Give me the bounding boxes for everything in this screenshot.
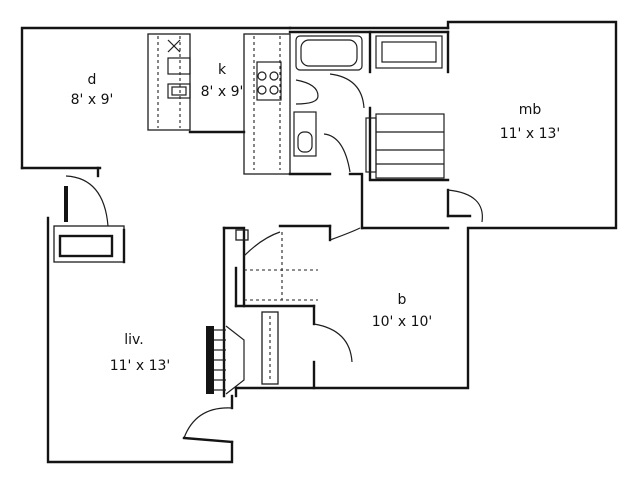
room-labels: d 8' x 9' k 8' x 9' mb 11' x 13' b 10' x… — [71, 62, 561, 374]
closet-fixtures — [244, 232, 318, 382]
room-dimensions-master-bedroom: 11' x 13' — [500, 126, 561, 142]
room-name-bedroom: b — [398, 292, 407, 308]
kitchen-fixtures — [157, 36, 282, 170]
room-name-dining: d — [88, 72, 97, 88]
fireplace-stairs — [206, 325, 245, 395]
door-swings — [64, 73, 483, 444]
room-dimensions-kitchen: 8' x 9' — [201, 84, 244, 100]
room-dimensions-bedroom: 10' x 10' — [372, 314, 433, 330]
interior-walls — [53, 30, 450, 398]
room-dimensions-dining: 8' x 9' — [71, 92, 114, 108]
room-name-living: liv. — [124, 332, 143, 348]
room-name-master-bedroom: mb — [519, 102, 542, 118]
room-dimensions-living: 11' x 13' — [110, 358, 171, 374]
room-name-kitchen: k — [218, 62, 227, 78]
bathroom-fixtures — [293, 35, 445, 179]
